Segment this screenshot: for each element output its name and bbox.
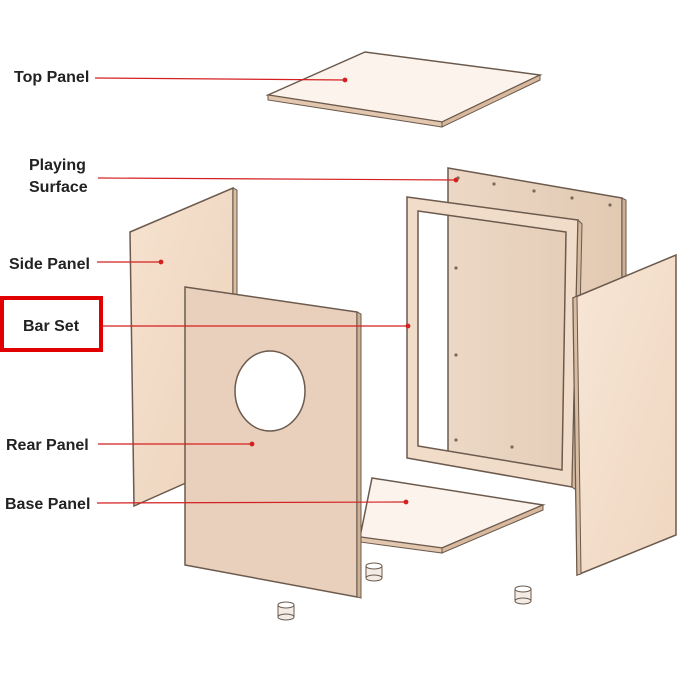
label-base-panel: Base Panel xyxy=(5,496,91,513)
base-panel-part xyxy=(359,477,546,554)
label-rear-panel: Rear Panel xyxy=(6,437,89,454)
label-playing-surface-line2: Surface xyxy=(29,179,88,196)
leader-playing-surface xyxy=(97,177,457,181)
label-top-panel: Top Panel xyxy=(14,69,90,86)
label-bar-set: Bar Set xyxy=(23,318,80,335)
leader-lines xyxy=(94,77,459,505)
foot-1 xyxy=(365,562,383,582)
rear-panel-part xyxy=(184,286,362,599)
label-playing-surface-line1: Playing xyxy=(29,157,86,174)
leader-top-panel xyxy=(94,77,346,81)
label-side-panel: Side Panel xyxy=(9,256,90,273)
foot-3 xyxy=(514,585,532,605)
top-panel-part xyxy=(265,51,543,128)
leader-base-panel xyxy=(96,501,407,504)
bar-set-highlight-box xyxy=(0,296,103,352)
feet-parts xyxy=(277,562,532,621)
right-side-panel-part xyxy=(572,253,677,577)
foot-2 xyxy=(277,601,295,621)
sound-hole xyxy=(234,350,306,432)
